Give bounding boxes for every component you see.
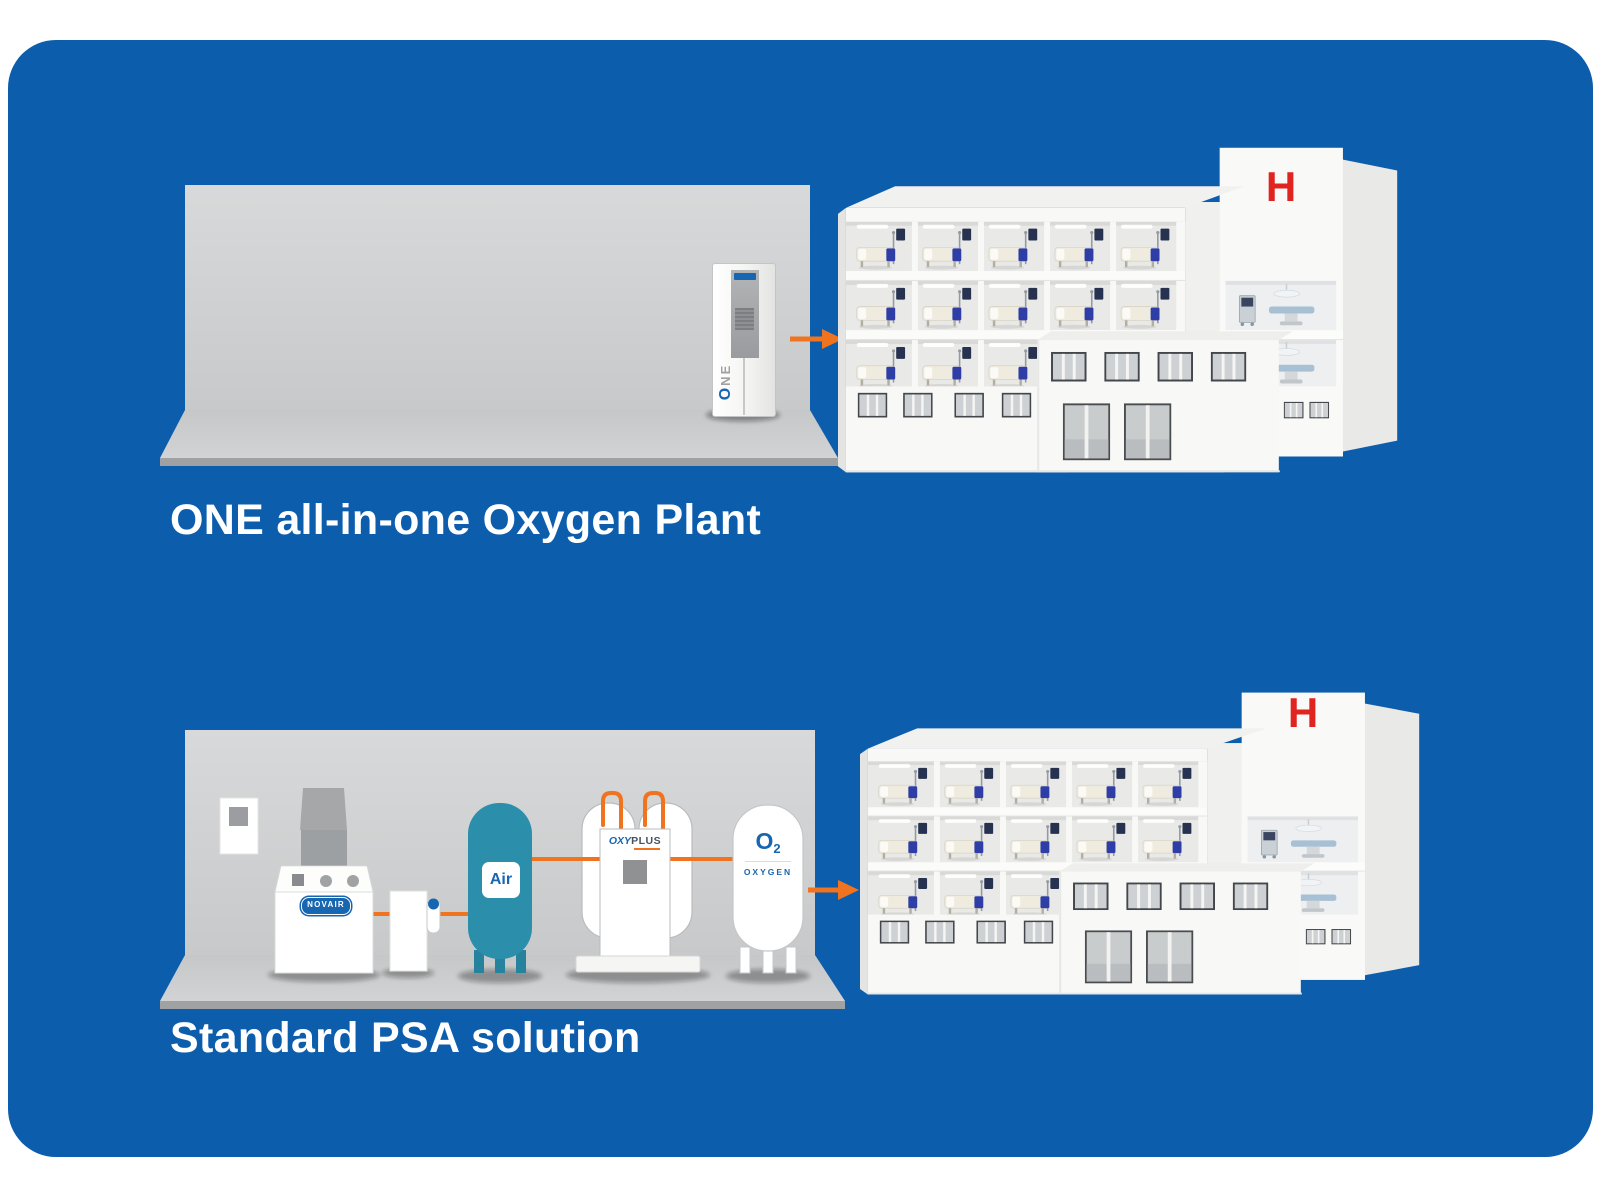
o2-tank-labels: O2 OXYGEN <box>737 828 799 877</box>
o2-subscript: 2 <box>773 841 781 856</box>
one-label-o: O <box>717 385 734 401</box>
compressor-duct <box>300 788 347 866</box>
oxyplus-generator-cabinet <box>575 828 701 973</box>
oxyplus-tagline-bar <box>634 848 660 850</box>
psa-room-floor-edge <box>160 1001 845 1009</box>
air-filter-unit <box>389 890 441 972</box>
caption-psa-solution: Standard PSA solution <box>170 1014 641 1062</box>
o2-storage-tank <box>732 804 804 974</box>
o2-word-label: OXYGEN <box>743 867 793 877</box>
hospital-sign-top: H <box>1265 163 1297 210</box>
oxyplus-logo-oxy: OXY <box>608 835 632 847</box>
novair-brand-badge: NOVAIR <box>301 897 351 915</box>
one-cabinet-seam <box>743 358 745 415</box>
one-cabinet-control-panel <box>731 270 759 358</box>
hospital-building-bottom <box>860 688 1432 1000</box>
o2-label-divider <box>745 861 791 862</box>
psa-stage-graphic <box>160 730 859 1009</box>
flow-arrow-psa-to-hospital <box>808 880 859 900</box>
flow-arrow-one-to-hospital <box>790 329 843 349</box>
novair-compressor <box>274 865 374 974</box>
caption-one-plant: ONE all-in-one Oxygen Plant <box>170 496 762 544</box>
one-label-ne: NE <box>718 363 733 386</box>
one-oxygen-plant-cabinet: ONE <box>712 263 776 417</box>
one-cabinet-vent-grille <box>735 308 754 330</box>
one-cabinet-brand-label: ONE <box>717 356 737 408</box>
o2-symbol: O <box>755 828 774 854</box>
plant-room-floor-edge <box>160 458 838 466</box>
hospital-sign-bottom: H <box>1287 689 1319 736</box>
oxyplus-logo-plus: PLUS <box>631 835 662 847</box>
hospital-building-top <box>838 142 1410 479</box>
air-tank-label: Air <box>482 862 520 898</box>
oxyplus-brand-logo: OXYPLUS <box>602 835 668 855</box>
plant-room-wall <box>185 185 810 410</box>
one-plant-stage-graphic <box>160 185 843 466</box>
plant-room-floor <box>160 410 838 458</box>
one-cabinet-display <box>734 273 756 280</box>
wall-control-box <box>219 797 259 855</box>
